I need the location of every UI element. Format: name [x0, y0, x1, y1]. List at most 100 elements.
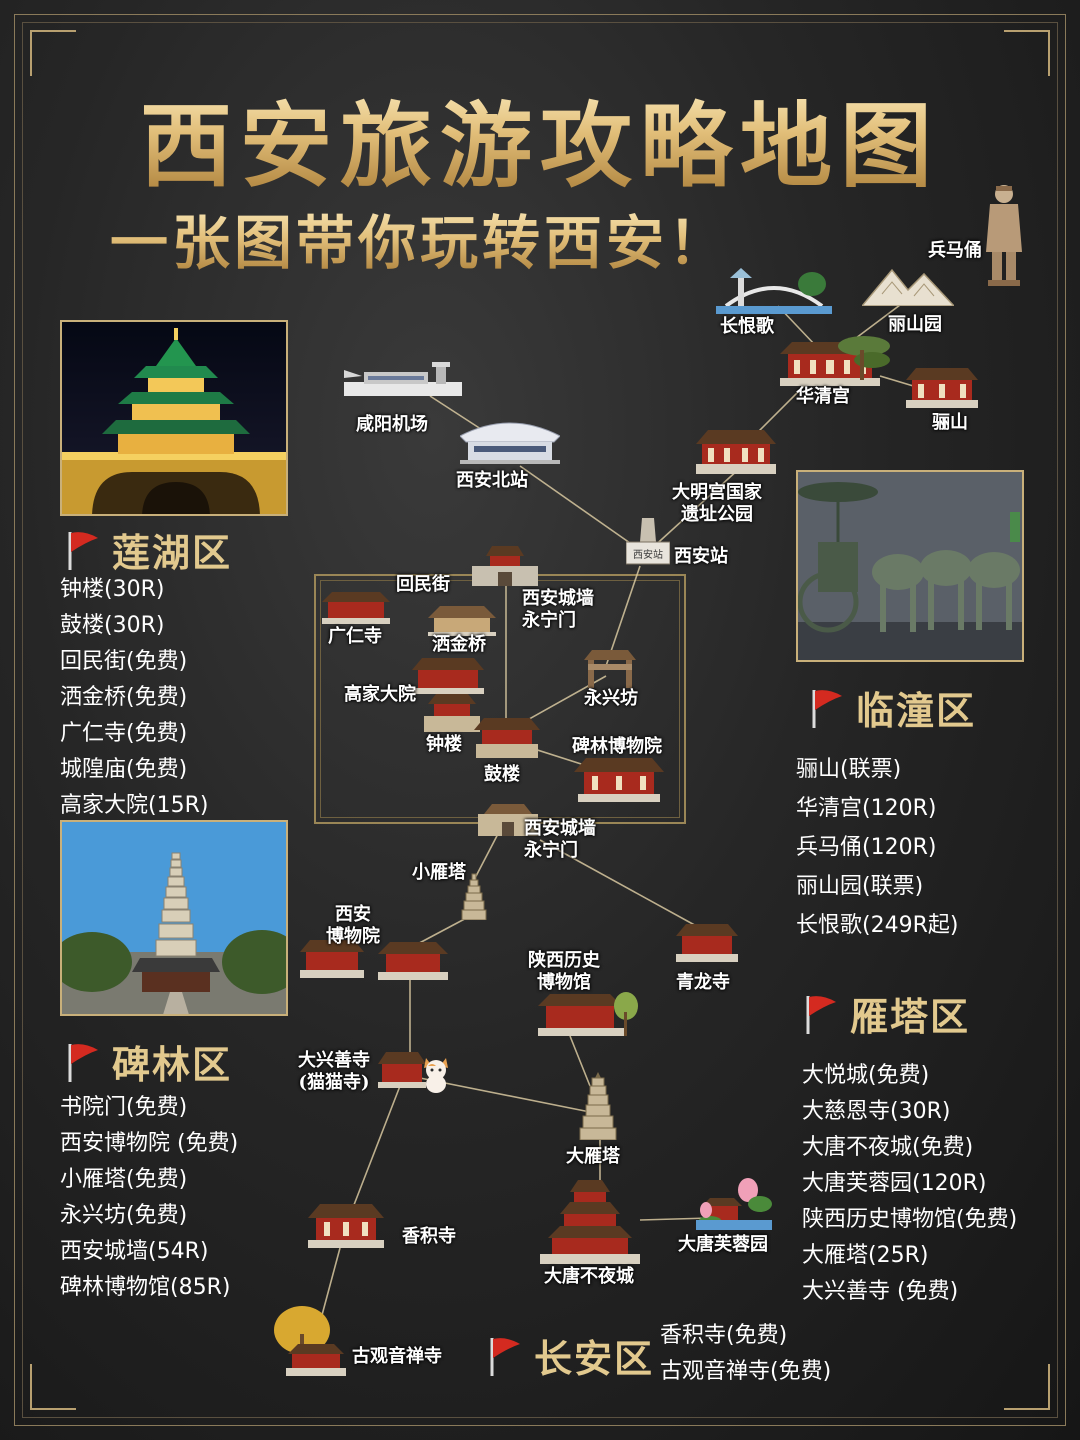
guangren-temple-icon	[322, 592, 390, 624]
shaanxi-museum-icon	[538, 992, 638, 1036]
list-item: 回民街(免费)	[60, 649, 188, 674]
lotus-pavilion-icon	[696, 1178, 772, 1230]
frame-corner-ornament	[1004, 1364, 1050, 1410]
label-line: (猫猫寺)	[298, 1072, 370, 1093]
map-label-xianyang-airport: 咸阳机场	[356, 414, 428, 435]
label-line: 永宁门	[524, 840, 578, 861]
red-flag-icon	[68, 531, 98, 570]
daxingshan-temple-icon	[378, 1052, 426, 1088]
district-list-changan: 香积寺(免费) 古观音禅寺(免费)	[660, 1318, 831, 1390]
list-item: 大慈恩寺(30R)	[802, 1099, 951, 1124]
xian-museum-icon	[300, 940, 364, 978]
list-item: 城隍庙(免费)	[60, 757, 188, 782]
list-item: 永兴坊(免费)	[60, 1203, 188, 1228]
bell-tower-photo	[60, 320, 288, 516]
map-label-lishan: 骊山	[932, 412, 968, 433]
label-line: 大兴善寺	[298, 1050, 370, 1071]
train-station-icon	[460, 422, 560, 464]
label-line: 博物馆	[537, 972, 591, 993]
district-list-yanta: 大悦城(免费) 大慈恩寺(30R) 大唐不夜城(免费) 大唐芙蓉园(120R) …	[802, 1058, 1017, 1310]
map-label-qinglongsi: 青龙寺	[676, 972, 730, 993]
list-item: 钟楼(30R)	[60, 577, 165, 602]
map-label-budaycheng: 大唐不夜城	[544, 1266, 634, 1287]
bell-tower-icon	[424, 694, 480, 732]
map-label-sajinqiao: 洒金桥	[432, 634, 486, 655]
district-title: 雁塔区	[850, 994, 971, 1039]
list-item: 碑林博物馆(85R)	[60, 1275, 231, 1300]
map-label-gaojia: 高家大院	[344, 684, 416, 705]
frame-corner-ornament	[1004, 30, 1050, 76]
district-lianhu: 莲湖区	[62, 522, 232, 577]
label-line: 西安	[335, 904, 371, 925]
small-wild-goose-pagoda-photo	[60, 820, 288, 1016]
qinglong-temple-icon	[676, 924, 738, 962]
list-item: 大悦城(免费)	[802, 1063, 930, 1088]
mountain-icon	[862, 268, 954, 306]
list-item: 大唐芙蓉园(120R)	[802, 1171, 987, 1196]
map-label-gulou: 鼓楼	[484, 764, 520, 785]
museum-hall-icon	[378, 942, 448, 980]
map-label-xian-museum: 西安 博物院	[326, 904, 380, 948]
map-label-huaqinggong: 华清宫	[796, 386, 850, 407]
airport-icon	[344, 362, 462, 396]
map-label-furongyuan: 大唐芙蓉园	[678, 1234, 768, 1255]
district-changan: 长安区	[484, 1328, 654, 1383]
budaycheng-pagoda-icon	[540, 1180, 640, 1264]
beilin-museum-icon	[574, 758, 664, 802]
gaojia-courtyard-icon	[412, 658, 484, 694]
yongning-gate-icon	[478, 804, 538, 836]
temple-icon	[906, 368, 978, 408]
label-line: 遗址公园	[681, 504, 753, 525]
map-label-changhenge: 长恨歌	[720, 316, 774, 337]
list-item: 陕西历史博物馆(免费)	[802, 1207, 1018, 1232]
district-list-lianhu: 钟楼(30R) 鼓楼(30R) 回民街(免费) 洒金桥(免费) 广仁寺(免费) …	[60, 572, 208, 824]
outer-frame	[14, 14, 1066, 1426]
frame-corner-ornament	[30, 30, 76, 76]
list-item: 西安博物院 (免费)	[60, 1131, 239, 1156]
map-label-zhonglou: 钟楼	[426, 734, 462, 755]
red-flag-icon	[68, 1043, 98, 1082]
station-sign-text: 西安站	[633, 548, 663, 561]
list-item: 小雁塔(免费)	[60, 1167, 188, 1192]
label-line: 永宁门	[522, 610, 576, 631]
list-item: 长恨歌(249R起)	[796, 913, 959, 938]
list-item: 广仁寺(免费)	[60, 721, 188, 746]
daming-palace-icon	[696, 430, 776, 474]
district-list-beilin: 书院门(免费) 西安博物院 (免费) 小雁塔(免费) 永兴坊(免费) 西安城墙(…	[60, 1090, 238, 1306]
list-item: 古观音禅寺(免费)	[660, 1359, 832, 1384]
xiangji-temple-icon	[308, 1204, 384, 1248]
label-line: 西安城墙	[522, 588, 594, 609]
list-item: 大唐不夜城(免费)	[802, 1135, 974, 1160]
map-label-xiaoyanta: 小雁塔	[412, 862, 466, 883]
list-item: 兵马俑(120R)	[796, 835, 937, 860]
red-flag-icon	[806, 995, 836, 1034]
bronze-chariot-photo	[796, 470, 1024, 662]
frame-corner-ornament	[30, 1364, 76, 1410]
inner-frame	[22, 22, 1058, 1418]
red-flag-icon	[812, 689, 842, 728]
map-label-guangrensi: 广仁寺	[328, 626, 382, 647]
list-item: 大兴善寺 (免费)	[802, 1279, 959, 1304]
district-lintong: 临潼区	[806, 680, 976, 735]
map-label-wall-top: 西安城墙 永宁门	[522, 588, 594, 632]
list-item: 鼓楼(30R)	[60, 613, 165, 638]
cat-icon	[424, 1058, 448, 1093]
drum-tower-icon	[474, 718, 540, 758]
guanyin-temple-icon	[274, 1306, 346, 1376]
station-sign-icon: 西安站	[626, 518, 670, 565]
map-label-xiangjisi: 香积寺	[402, 1226, 456, 1247]
district-title: 临潼区	[856, 688, 977, 733]
district-title: 长安区	[534, 1336, 655, 1381]
district-title: 碑林区	[112, 1042, 233, 1087]
list-item: 书院门(免费)	[60, 1095, 188, 1120]
sajin-bridge-icon	[428, 606, 496, 636]
bridge-pavilion-icon	[716, 268, 832, 314]
list-item: 丽山园(联票)	[796, 874, 924, 899]
map-label-xian-station: 西安站	[674, 546, 728, 567]
label-line: 博物院	[326, 926, 380, 947]
label-line: 西安城墙	[524, 818, 596, 839]
gate-tower-icon	[472, 546, 538, 586]
map-label-lishanyuan: 丽山园	[888, 314, 942, 335]
district-title: 莲湖区	[112, 530, 233, 575]
list-item: 华清宫(120R)	[796, 796, 937, 821]
